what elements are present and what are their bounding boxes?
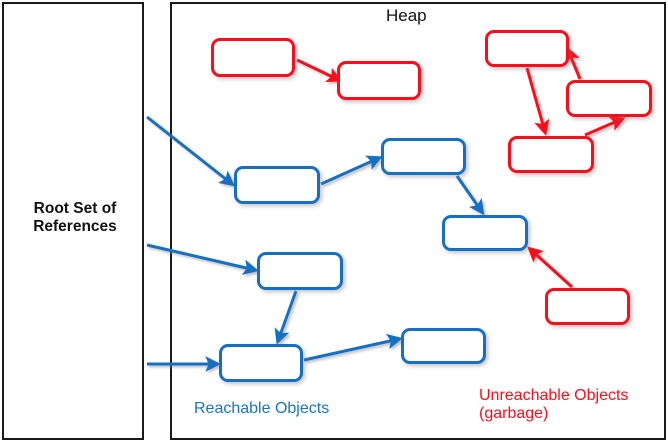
object-node-b2[interactable] — [381, 138, 466, 175]
object-node-b1[interactable] — [234, 166, 320, 204]
object-node-r2[interactable] — [337, 61, 421, 100]
object-node-b5[interactable] — [219, 344, 303, 382]
object-node-r3[interactable] — [485, 30, 569, 67]
object-node-b4[interactable] — [257, 252, 343, 290]
root-set-panel — [2, 2, 144, 440]
object-node-r4[interactable] — [566, 80, 652, 117]
heap-title: Heap — [386, 6, 427, 25]
unreachable-objects-legend: Unreachable Objects (garbage) — [479, 387, 629, 423]
object-node-r1[interactable] — [211, 38, 295, 77]
root-set-label: Root Set of References — [33, 200, 117, 235]
object-node-b6[interactable] — [401, 328, 486, 364]
reachable-objects-legend: Reachable Objects — [194, 400, 330, 417]
object-node-r5[interactable] — [508, 136, 594, 173]
object-node-b3[interactable] — [442, 215, 528, 251]
object-node-r6[interactable] — [545, 288, 630, 325]
